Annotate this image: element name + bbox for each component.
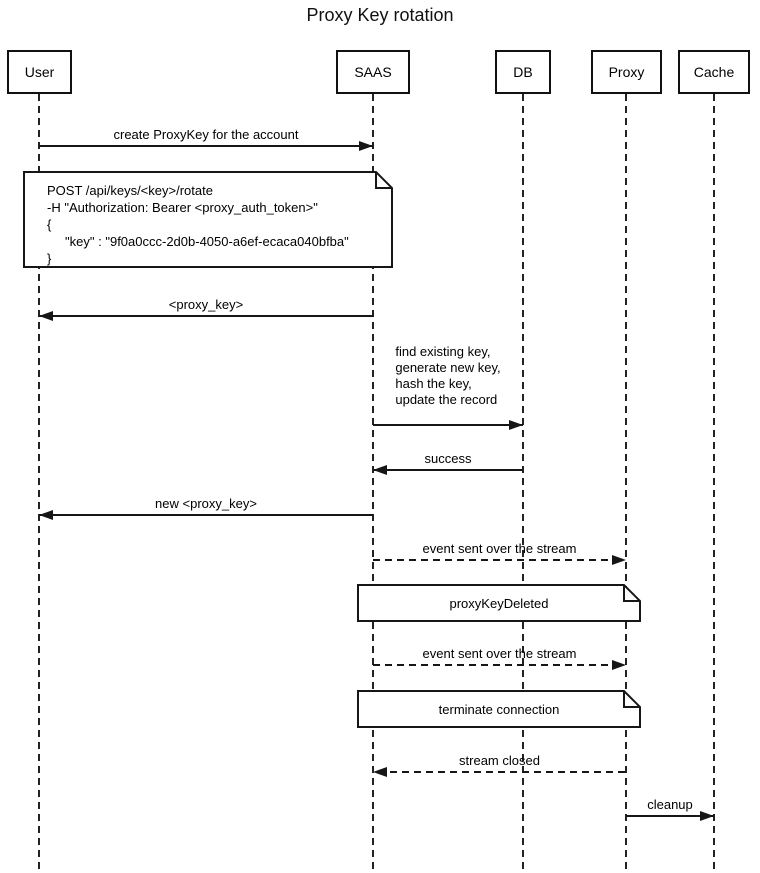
diagram-title: Proxy Key rotation: [306, 5, 454, 25]
note-terminate-connection: terminate connection: [357, 690, 641, 728]
message-line: [373, 664, 621, 666]
lifeline-cache: [713, 94, 715, 871]
actor-box-cache: Cache: [678, 50, 750, 94]
lifeline-user: [38, 94, 40, 871]
message-label: find existing key, generate new key, has…: [395, 344, 501, 407]
note-text: terminate connection: [438, 701, 560, 717]
actor-label: Cache: [693, 64, 735, 80]
arrowhead-right-icon: [700, 811, 714, 821]
arrowhead-left-icon: [373, 767, 387, 777]
actor-label: User: [24, 64, 55, 80]
arrowhead-right-icon: [612, 660, 626, 670]
actor-label: Proxy: [608, 64, 645, 80]
actor-box-db: DB: [495, 50, 551, 94]
arrowhead-left-icon: [39, 311, 53, 321]
message-line: [39, 315, 373, 317]
lifeline-db: [522, 94, 524, 871]
message-label: success: [424, 451, 472, 466]
message-label-block: find existing key, generate new key, has…: [373, 344, 523, 408]
message-label: event sent over the stream: [422, 646, 577, 661]
message-line: [39, 514, 373, 516]
note-request-payload: POST /api/keys/<key>/rotate -H "Authoriz…: [23, 171, 393, 268]
message-line: [378, 771, 626, 773]
actor-box-saas: SAAS: [336, 50, 410, 94]
message-line: [373, 424, 523, 426]
message-line: [626, 815, 714, 817]
note-proxykeydeleted: proxyKeyDeleted: [357, 584, 641, 622]
arrowhead-right-icon: [509, 420, 523, 430]
arrowhead-left-icon: [39, 510, 53, 520]
note-text: POST /api/keys/<key>/rotate -H "Authoriz…: [47, 183, 349, 266]
arrowhead-right-icon: [612, 555, 626, 565]
actor-label: DB: [513, 64, 533, 80]
arrowhead-right-icon: [359, 141, 373, 151]
note-shape: [357, 584, 641, 622]
note-text: proxyKeyDeleted: [449, 595, 549, 611]
actor-box-proxy: Proxy: [591, 50, 662, 94]
message-line: [373, 469, 523, 471]
message-label: <proxy_key>: [168, 297, 244, 312]
actor-label: SAAS: [354, 64, 392, 80]
message-label: cleanup: [647, 797, 693, 812]
lifeline-proxy: [625, 94, 627, 871]
message-label: stream closed: [459, 753, 540, 768]
message-line: [373, 559, 621, 561]
note-shape: [357, 690, 641, 728]
arrowhead-left-icon: [373, 465, 387, 475]
message-label: event sent over the stream: [422, 541, 577, 556]
message-label: create ProxyKey for the account: [113, 127, 299, 142]
actor-box-user: User: [7, 50, 72, 94]
message-line: [39, 145, 373, 147]
note-shape: [23, 171, 393, 268]
lifeline-saas: [372, 94, 374, 871]
message-label: new <proxy_key>: [155, 496, 257, 511]
